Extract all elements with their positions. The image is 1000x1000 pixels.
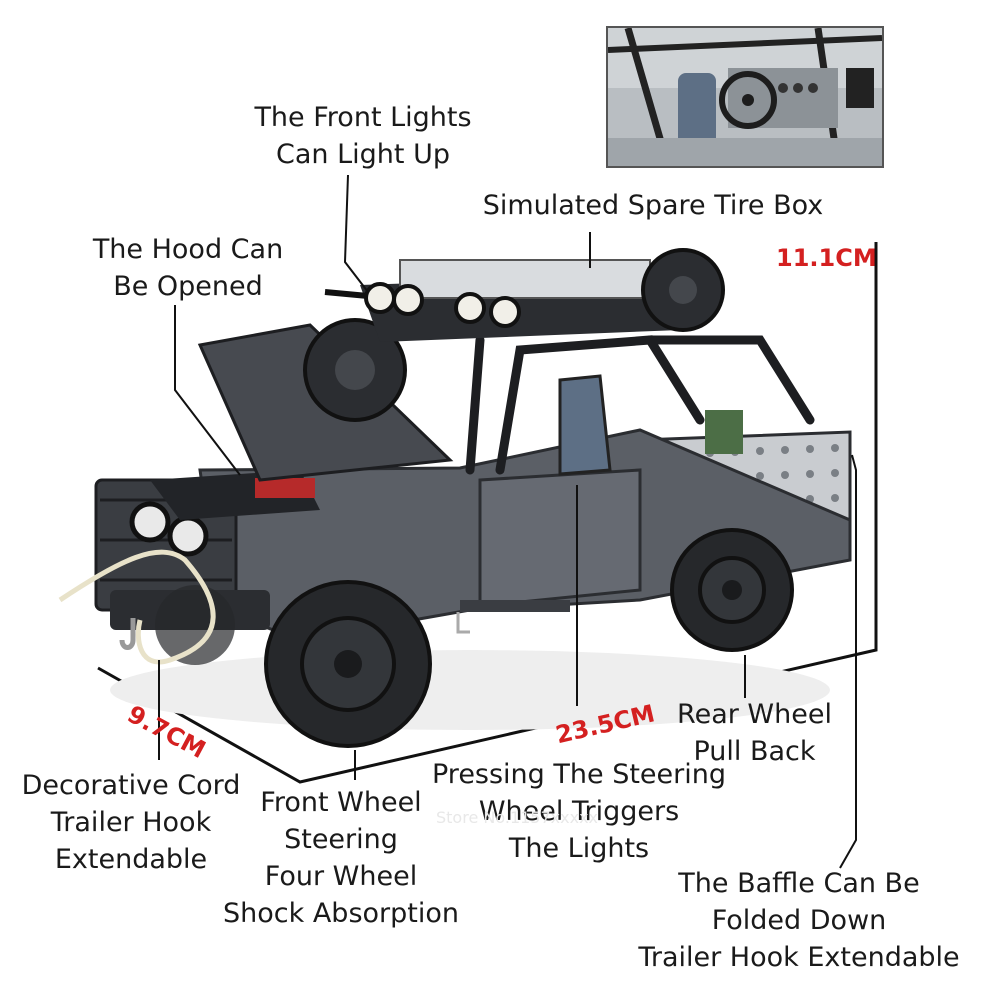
label-rear-wheel: Rear Wheel Pull Back (677, 699, 832, 767)
watermark: Store No.1157xxxxx (436, 808, 598, 827)
seat (558, 374, 612, 476)
dimension-height: 11.1CM (776, 244, 877, 272)
decorative-cord (58, 549, 216, 665)
label-front-lights: The Front Lights Can Light Up (254, 102, 472, 170)
label-steering-lights: Pressing The Steering Wheel Triggers The… (432, 759, 726, 864)
leader-lines (158, 174, 857, 869)
label-hood: The Hood Can Be Opened (92, 234, 284, 302)
headlight-right (167, 515, 209, 557)
interior-illustration (608, 28, 882, 166)
door (478, 468, 642, 608)
headlight-left (129, 501, 171, 543)
spare-tire-box (399, 259, 651, 299)
label-spare-tire-box: Simulated Spare Tire Box (482, 190, 824, 221)
front-wheel (264, 580, 432, 748)
interior-inset-photo (606, 26, 884, 168)
jerry-can (705, 410, 743, 454)
trailer-hook (119, 618, 136, 650)
rear-wheel (670, 528, 794, 652)
roll-cage (465, 335, 815, 475)
label-baffle: The Baffle Can Be Folded Down Trailer Ho… (638, 868, 960, 973)
label-front-wheel: Front Wheel Steering Four Wheel Shock Ab… (223, 787, 459, 929)
engine-block (255, 478, 315, 498)
label-decorative-cord: Decorative Cord Trailer Hook Extendable (21, 770, 241, 875)
